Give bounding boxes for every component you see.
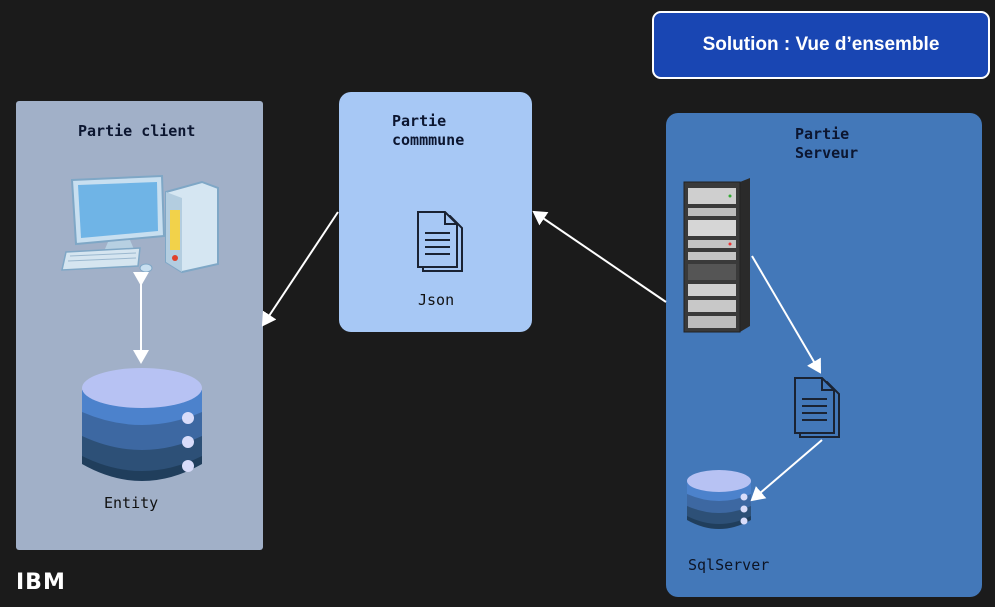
server-title-line1: Partie bbox=[795, 125, 850, 143]
ibm-logo: IBM bbox=[16, 570, 66, 595]
common-title-line1: Partie bbox=[392, 112, 447, 130]
client-db-label: Entity bbox=[104, 494, 159, 512]
server-panel-title: Partie Serveur bbox=[795, 125, 858, 163]
server-title-line2: Serveur bbox=[795, 144, 859, 162]
server-document-icon bbox=[794, 377, 840, 438]
rack-to-document-arrow bbox=[751, 255, 822, 374]
server-db-label: SqlServer bbox=[688, 556, 770, 574]
client-panel-title: Partie client bbox=[78, 122, 196, 140]
server-rack-icon bbox=[683, 178, 750, 333]
diagram-title: Solution : Vue d’ensemble bbox=[652, 11, 990, 79]
common-title-line2: commmune bbox=[392, 131, 465, 149]
server-database-icon bbox=[687, 470, 751, 529]
document-to-db-arrow bbox=[750, 439, 823, 502]
common-doc-label: Json bbox=[418, 291, 455, 309]
json-document-icon bbox=[417, 211, 463, 272]
common-panel-title: Partie commmune bbox=[392, 112, 464, 150]
common-to-client-arrow bbox=[261, 211, 339, 327]
desktop-computer-icon bbox=[61, 174, 219, 274]
client-database-icon bbox=[82, 368, 202, 481]
server-to-common-arrow bbox=[532, 210, 667, 303]
